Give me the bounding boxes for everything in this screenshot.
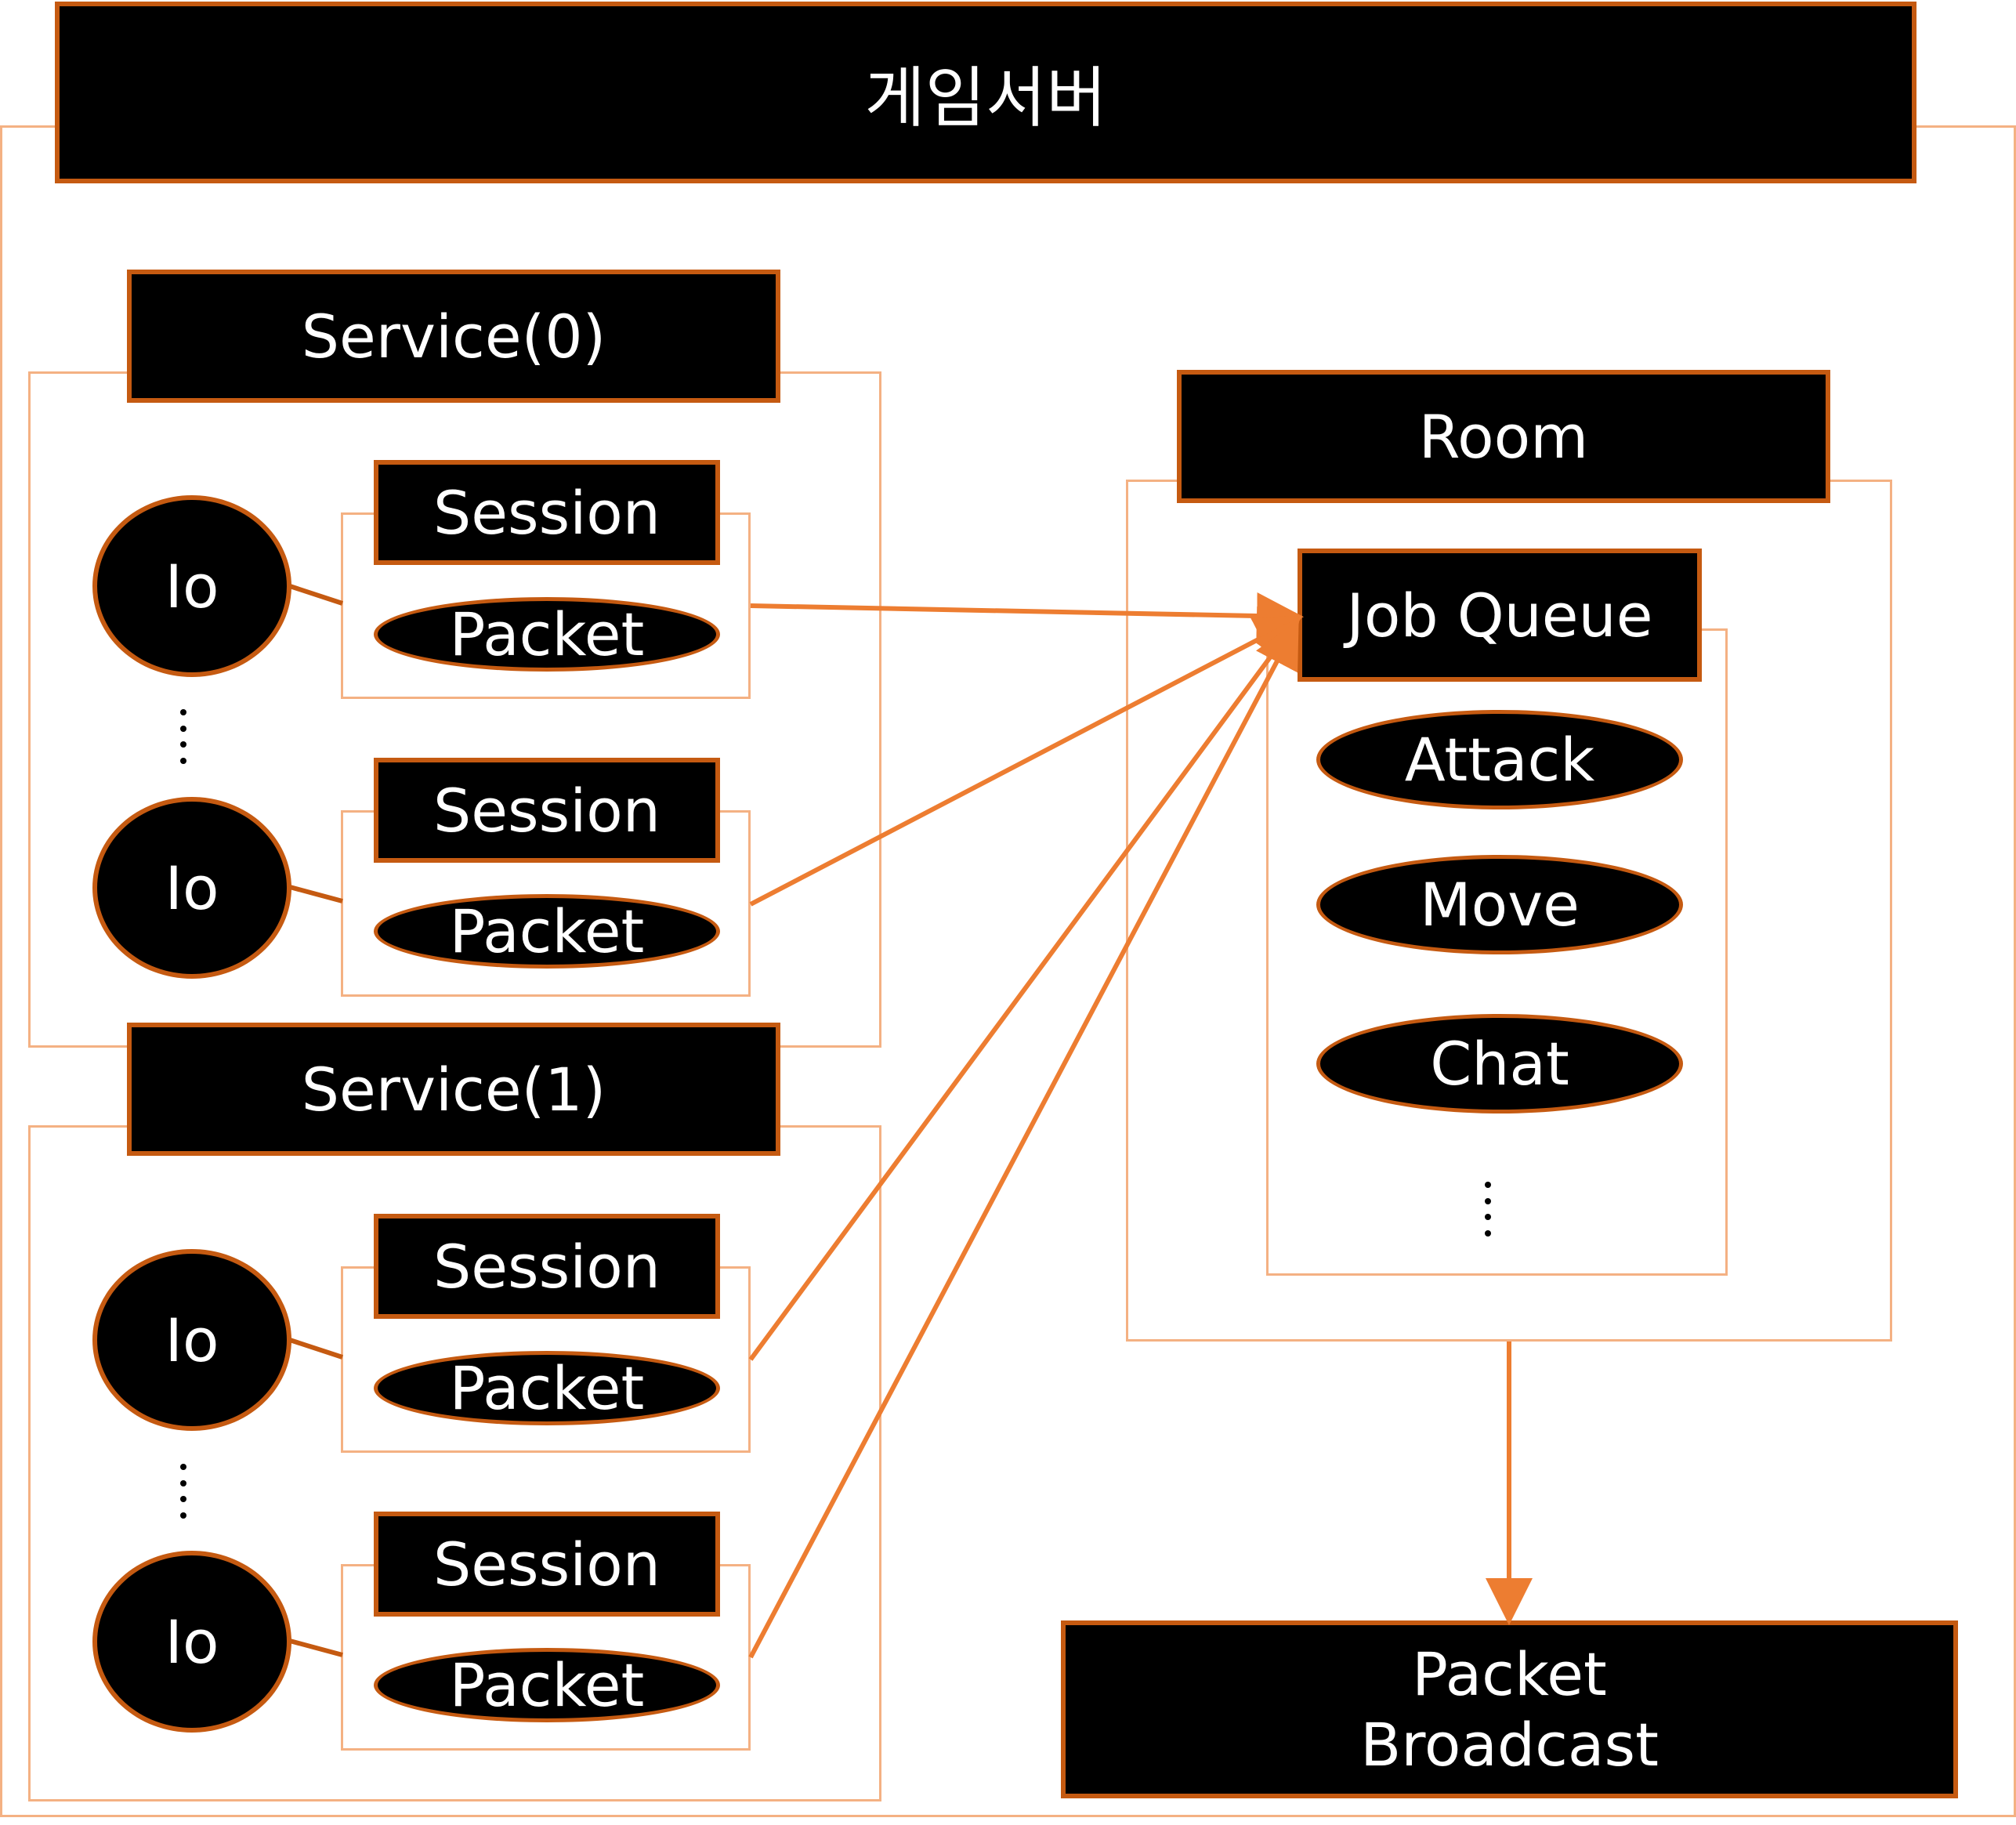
packet-ellipse: Packet: [374, 894, 720, 969]
job-item: Chat: [1316, 1014, 1683, 1113]
job-label: Chat: [1430, 1029, 1569, 1099]
session-label: Session: [433, 1529, 661, 1599]
packet-label: Packet: [449, 599, 645, 669]
service-1-title: Service(1): [127, 1023, 780, 1156]
io-circle: Io: [92, 495, 291, 677]
packet-label: Packet: [449, 1650, 645, 1720]
io-circle: Io: [92, 1551, 291, 1733]
job-queue-title: Job Queue: [1298, 549, 1702, 682]
session-label: Session: [433, 1231, 661, 1302]
service-1-title-text: Service(1): [301, 1054, 606, 1124]
packet-label: Packet: [449, 896, 645, 966]
job-item: Attack: [1316, 710, 1683, 809]
job-label: Move: [1420, 870, 1580, 940]
session-label: Session: [433, 477, 661, 548]
job-item: Move: [1316, 855, 1683, 954]
broadcast-line-1: Packet: [1412, 1639, 1607, 1709]
service-0-title: Service(0): [127, 270, 780, 403]
packet-arrow: [748, 620, 1299, 1659]
packet-ellipse: Packet: [374, 1351, 720, 1425]
packet-label: Packet: [449, 1353, 645, 1423]
packet-arrow: [749, 616, 1303, 907]
io-circle: Io: [92, 1249, 291, 1431]
packet-broadcast-box: Packet Broadcast: [1061, 1620, 1958, 1798]
io-label: Io: [165, 1606, 219, 1677]
packet-arrow: [748, 617, 1301, 1361]
io-label: Io: [165, 853, 219, 923]
job-label: Attack: [1404, 725, 1595, 795]
session-box: Session: [374, 1512, 720, 1617]
broadcast-line-2: Broadcast: [1360, 1709, 1659, 1780]
packet-ellipse: Packet: [374, 597, 720, 672]
service-0-title-text: Service(0): [301, 301, 606, 371]
io-label: Io: [165, 551, 219, 621]
packet-ellipse: Packet: [374, 1648, 720, 1722]
io-label: Io: [165, 1305, 219, 1375]
ellipsis-dots: [179, 709, 188, 764]
io-circle: Io: [92, 797, 291, 979]
room-title: Room: [1177, 370, 1830, 503]
io-link: [289, 584, 343, 606]
ellipsis-dots: [179, 1464, 188, 1519]
session-box: Session: [374, 460, 720, 565]
ellipsis-dots: [1483, 1182, 1493, 1237]
io-link: [289, 885, 343, 903]
room-title-text: Room: [1418, 401, 1589, 472]
packet-arrow: [750, 592, 1304, 640]
server-title-text: 게임서버: [864, 59, 1107, 136]
io-link: [289, 1338, 343, 1360]
server-title: 게임서버: [55, 2, 1916, 183]
session-label: Session: [433, 775, 661, 846]
io-link: [289, 1639, 343, 1657]
job-queue-title-text: Job Queue: [1346, 580, 1653, 650]
session-box: Session: [374, 758, 720, 863]
session-box: Session: [374, 1214, 720, 1319]
